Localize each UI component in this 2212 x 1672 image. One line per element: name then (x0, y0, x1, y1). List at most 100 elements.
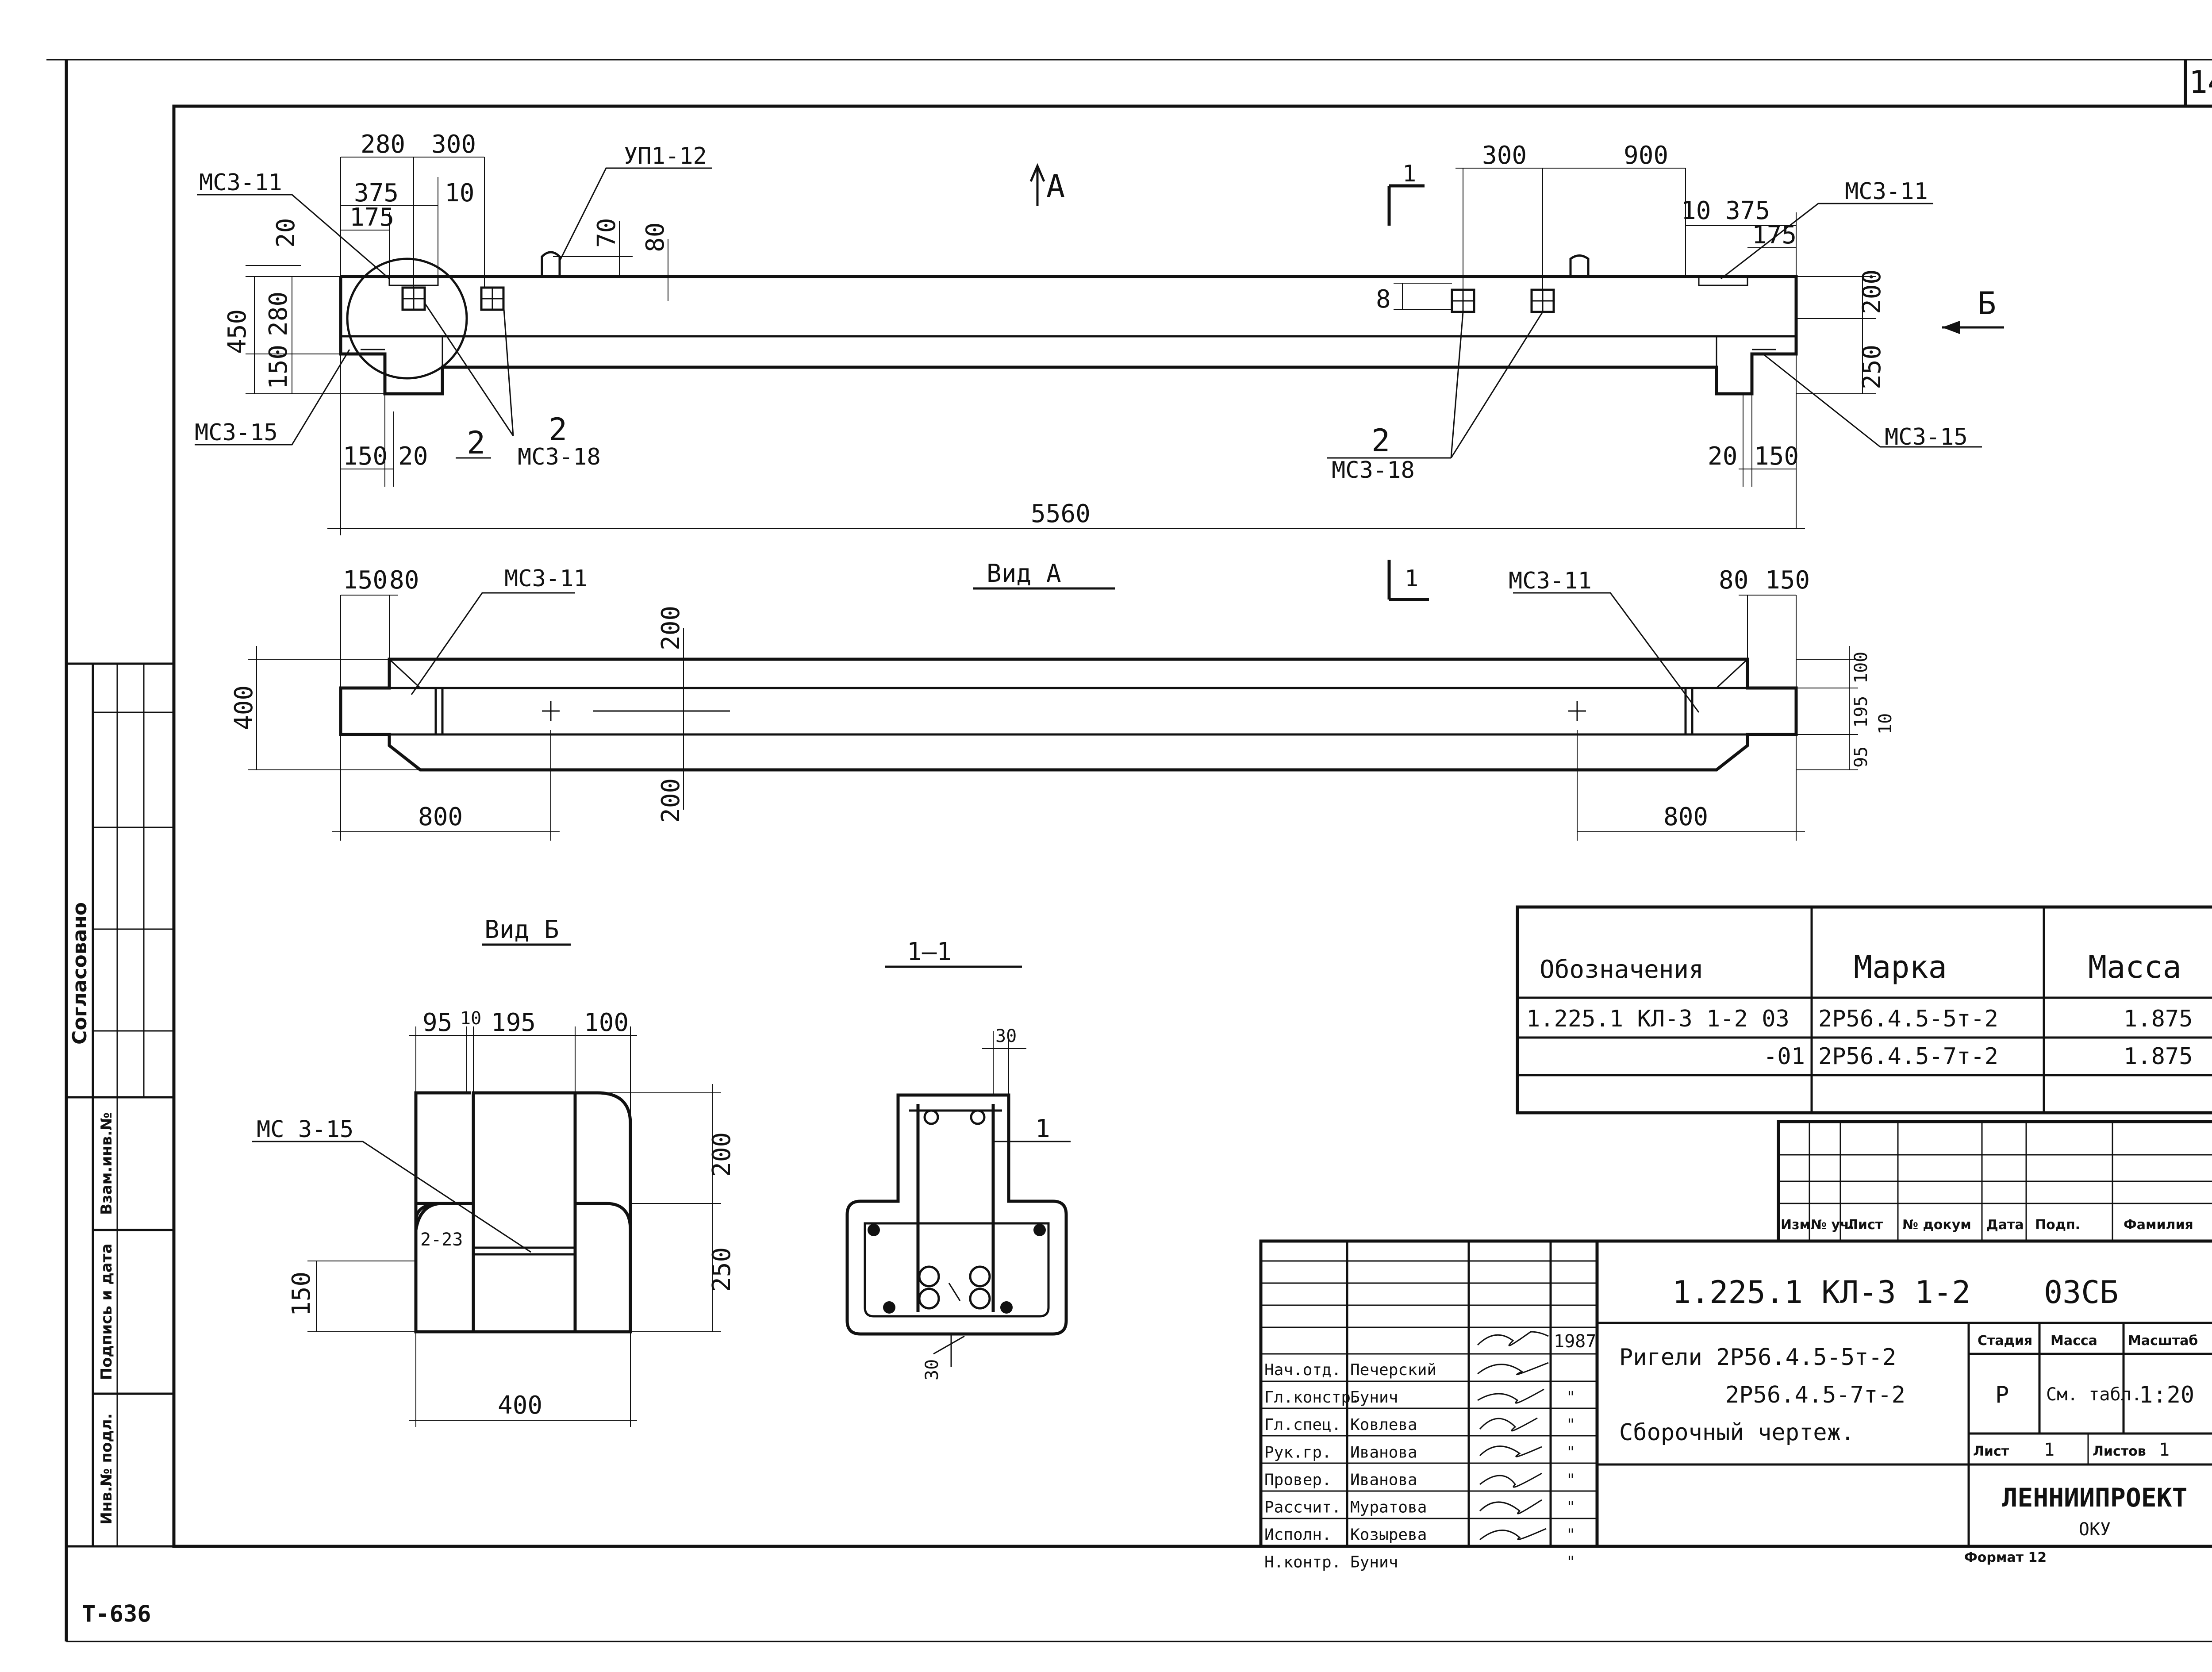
signature-date-label: Подпись и дата (98, 1244, 115, 1380)
dim-150-bottom-left: 150 (343, 442, 388, 471)
staff-ditto-mark: " (1566, 1499, 1576, 1517)
sheet-number: 1 (2044, 1440, 2055, 1460)
page-number-box: 14 (2184, 60, 2212, 106)
archive-code: Т-636 (82, 1601, 151, 1627)
sheets-label: Листов (2093, 1444, 2146, 1459)
view-b-dim-250: 250 (707, 1247, 736, 1292)
pos-number-mid: 2 (467, 425, 485, 461)
rev-header-surname: Фамилия (2124, 1217, 2193, 1233)
rev-header-date: Дата (1986, 1217, 2024, 1233)
staff-ditto-mark: " (1566, 1388, 1576, 1407)
organization: ЛЕННИИПРОЕКТ (2002, 1483, 2187, 1513)
spec-row-2-mass: 1.875 (2124, 1043, 2193, 1070)
view-b-dim-10: 10 (460, 1008, 481, 1029)
dim-175-right: 175 (1752, 221, 1797, 250)
dim-375-left: 375 (354, 179, 399, 208)
plan-dim-800-right: 800 (1663, 803, 1708, 831)
staff-name: Бунич (1350, 1553, 1398, 1572)
spec-row-1-mark: 2Р56.4.5-5т-2 (1818, 1006, 1998, 1032)
document-code: 1.225.1 КЛ-3 1-2 (1672, 1274, 1970, 1311)
staff-role: Провер. (1264, 1471, 1332, 1489)
spec-row-2-mark: 2Р56.4.5-7т-2 (1818, 1043, 1998, 1070)
rev-header-change: Изм (1781, 1217, 1810, 1233)
plan-section-mark: 1 (1405, 565, 1418, 592)
plan-label-mc3-11-left: МС3-11 (504, 565, 588, 592)
exchange-no-label: Взам.инв.№ (98, 1112, 115, 1215)
dim-150-bottom-right: 150 (1754, 442, 1799, 471)
section-1-1: 1—1 30 1 30 (845, 938, 1071, 1380)
staff-role: Рук.гр. (1264, 1443, 1332, 1461)
dim-250-right: 250 (1858, 345, 1886, 389)
plan-dim-195: 195 (1851, 696, 1871, 728)
dim-280-top: 280 (361, 130, 405, 159)
section-dim-30-top: 30 (995, 1026, 1017, 1046)
plan-dim-200-bottom: 200 (657, 778, 685, 823)
staff-role: Гл.констр. (1264, 1388, 1360, 1407)
pos-number-right: 2 (1371, 423, 1390, 459)
spec-row-2-designation: -01 (1763, 1043, 1805, 1070)
format-label: Формат 12 (1964, 1550, 2047, 1565)
pos-number-left: 2 (549, 411, 567, 448)
label-up1-12: УП1-12 (624, 143, 707, 169)
side-stamp: Согласовано Взам.инв.№ Подпись и дата Ин… (65, 662, 175, 1548)
plan-dim-100: 100 (1851, 652, 1871, 684)
label-mc3-15-left: МС3-15 (195, 419, 278, 446)
dim-5560: 5560 (1031, 500, 1091, 528)
view-b-dim-200: 200 (707, 1132, 736, 1177)
dim-450: 450 (223, 309, 252, 354)
original-no-label: Инв.№ подл. (98, 1413, 115, 1524)
dim-375-right: 375 (1725, 196, 1770, 225)
dim-10-left: 10 (445, 179, 474, 208)
section-title: 1—1 (907, 938, 952, 966)
staff-ditto-mark: " (1566, 1526, 1576, 1544)
view-b-dim-400: 400 (498, 1391, 542, 1420)
staff-ditto-mark: " (1566, 1443, 1576, 1461)
title-line-2: 2Р56.4.5-7т-2 (1725, 1382, 1905, 1408)
agreed-label: Согласовано (69, 902, 91, 1045)
plan-dim-80-right: 80 (1719, 566, 1748, 595)
rev-header-signature: Подп. (2035, 1217, 2080, 1233)
view-b-dim-95: 95 (422, 1008, 452, 1037)
plan-title: Вид А (987, 559, 1061, 588)
document-suffix: 03СБ (2044, 1274, 2119, 1311)
spec-table: Обозначения Марка Масса 1.225.1 КЛ-3 1-2… (1516, 905, 2212, 1115)
view-b-arrow-label: Б (1978, 285, 1996, 322)
plan-dim-80-left: 80 (389, 566, 419, 595)
rev-header-document: № докум (1902, 1217, 1971, 1233)
plan-dim-200-top: 200 (657, 606, 685, 650)
staff-name: Иванова (1350, 1471, 1417, 1489)
view-b-rebar-note: 2-23 (420, 1230, 463, 1250)
dim-900: 900 (1624, 141, 1668, 170)
view-b: Вид Б МС 3-15 2-23 95 10 195 100 200 250… (252, 915, 736, 1427)
dim-70: 70 (592, 218, 621, 248)
staff-name: Козырева (1350, 1526, 1427, 1544)
dim-280-vertical: 280 (264, 292, 293, 336)
label-mc3-15-right: МС3-15 (1885, 424, 1968, 450)
label-mc3-11-right: МС3-11 (1845, 178, 1928, 205)
dim-200-right: 200 (1858, 269, 1886, 314)
spec-header-mark: Марка (1854, 949, 1947, 985)
department: ОКУ (2079, 1519, 2111, 1540)
dim-80-vertical: 80 (641, 223, 670, 252)
stage-header: Стадия (1978, 1333, 2032, 1349)
view-b-dim-195: 195 (491, 1008, 536, 1037)
staff-name: Иванова (1350, 1443, 1417, 1461)
dim-10-right: 10 (1681, 196, 1711, 225)
dim-175-left: 175 (349, 203, 394, 232)
section-dim-30-bottom: 30 (922, 1359, 942, 1380)
dim-20-bottom-left: 20 (398, 442, 428, 471)
scale-header: Масштаб (2128, 1333, 2198, 1349)
staff-role: Нач.отд. (1264, 1361, 1341, 1379)
view-b-title: Вид Б (484, 915, 559, 944)
plan-dim-400: 400 (230, 685, 258, 730)
spec-row-1-mass: 1.875 (2124, 1006, 2193, 1032)
view-b-label-mc3-15: МС 3-15 (257, 1116, 353, 1143)
title-line-1: Ригели 2Р56.4.5-5т-2 (1619, 1344, 1896, 1371)
mass-header: Масса (2051, 1333, 2097, 1349)
view-a-arrow-label: А (1046, 168, 1065, 204)
label-mc3-18-left: МС3-18 (518, 444, 601, 470)
dim-20-left: 20 (272, 218, 300, 248)
staff-name: Печерский (1350, 1361, 1436, 1379)
staff-name: Бунич (1350, 1388, 1398, 1407)
